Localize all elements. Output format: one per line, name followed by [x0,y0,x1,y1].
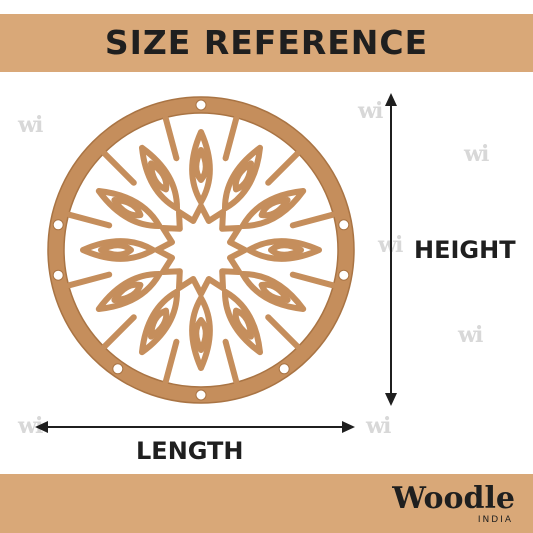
mounting-hole [338,219,350,231]
length-arrow [35,421,355,433]
mandala-inner-drop [98,242,134,258]
mounting-hole [195,99,207,111]
mandala-spoke [66,271,113,289]
watermark: wi [458,322,483,348]
length-label: LENGTH [136,437,244,465]
brand-logo: Woodle INDIA [392,481,515,526]
mandala-petal [246,238,322,262]
mandala-spoke [289,211,336,229]
mandala-petal [221,144,263,212]
mandala-petal [189,129,213,205]
mandala-spoke [101,150,137,186]
mandala-center-star [154,203,248,297]
mounting-hole [112,363,124,375]
mandala-spoke [101,314,137,350]
mounting-hole [338,269,350,281]
height-label: HEIGHT [412,234,518,266]
mandala-petal [221,288,263,356]
mandala-inner-drop [111,197,144,219]
mandala-spoke [265,314,301,350]
height-arrow [385,93,397,406]
mandala-inner-drop [193,317,209,353]
mandala-inner-drop [148,160,170,193]
mandala-petal [139,288,181,356]
page-title: SIZE REFERENCE [104,23,429,62]
brand-sub: INDIA [477,515,513,525]
mandala-wheel-icon [47,96,355,404]
mandala-inner-drop [258,281,291,303]
mandala-inner-drop [148,307,170,340]
mandala-spoke [162,115,180,162]
mandala-inner-drop [232,307,254,340]
mandala-inner-drop [232,160,254,193]
watermark: wi [464,141,489,167]
mounting-hole [195,389,207,401]
mounting-hole [278,363,290,375]
header-banner [0,14,533,72]
mandala-petal [239,270,307,312]
mounting-hole [52,269,64,281]
mandala-spoke [222,115,240,162]
mandala-spoke [265,150,301,186]
mandala-spoke [289,271,336,289]
mandala-inner-drop [258,197,291,219]
mandala-petal [80,238,156,262]
mandala-inner-drop [111,281,144,303]
mandala-petal [139,144,181,212]
mandala-spoke [162,338,180,385]
watermark: wi [18,112,43,138]
mandala-petal [95,188,163,230]
mandala-petal [95,270,163,312]
watermark: wi [358,98,383,124]
mandala-spoke [66,211,113,229]
mandala-spoke [222,338,240,385]
mandala-petal [189,295,213,371]
mandala-inner-drop [193,147,209,183]
mandala-inner-drop [268,242,304,258]
brand-name: Woodle [392,481,515,516]
watermark: wi [366,413,391,439]
mandala-petal [239,188,307,230]
mounting-hole [52,219,64,231]
footer-banner [0,474,533,533]
